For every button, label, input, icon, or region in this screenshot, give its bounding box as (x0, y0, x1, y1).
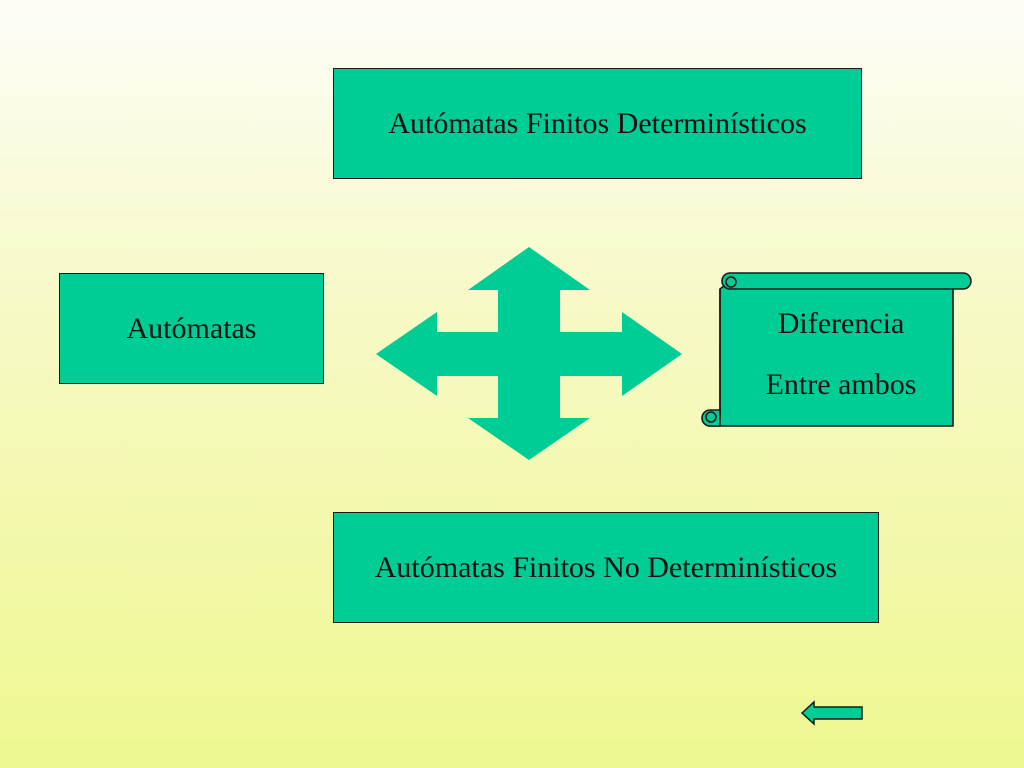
node-nondeterministic-label: Autómatas Finitos No Determinísticos (374, 550, 838, 584)
node-nondeterministic-automata: Autómatas Finitos No Determinísticos (333, 512, 879, 623)
node-deterministic-label: Autómatas Finitos Determinísticos (388, 106, 807, 140)
node-deterministic-automata: Autómatas Finitos Determinísticos (333, 68, 862, 179)
back-arrow-icon[interactable] (800, 700, 864, 726)
node-automata: Autómatas (59, 273, 324, 384)
scroll-line-between-both: Entre ambos (765, 368, 917, 401)
scroll-line-difference: Diferencia (777, 307, 905, 340)
node-automata-label: Autómatas (126, 311, 257, 345)
